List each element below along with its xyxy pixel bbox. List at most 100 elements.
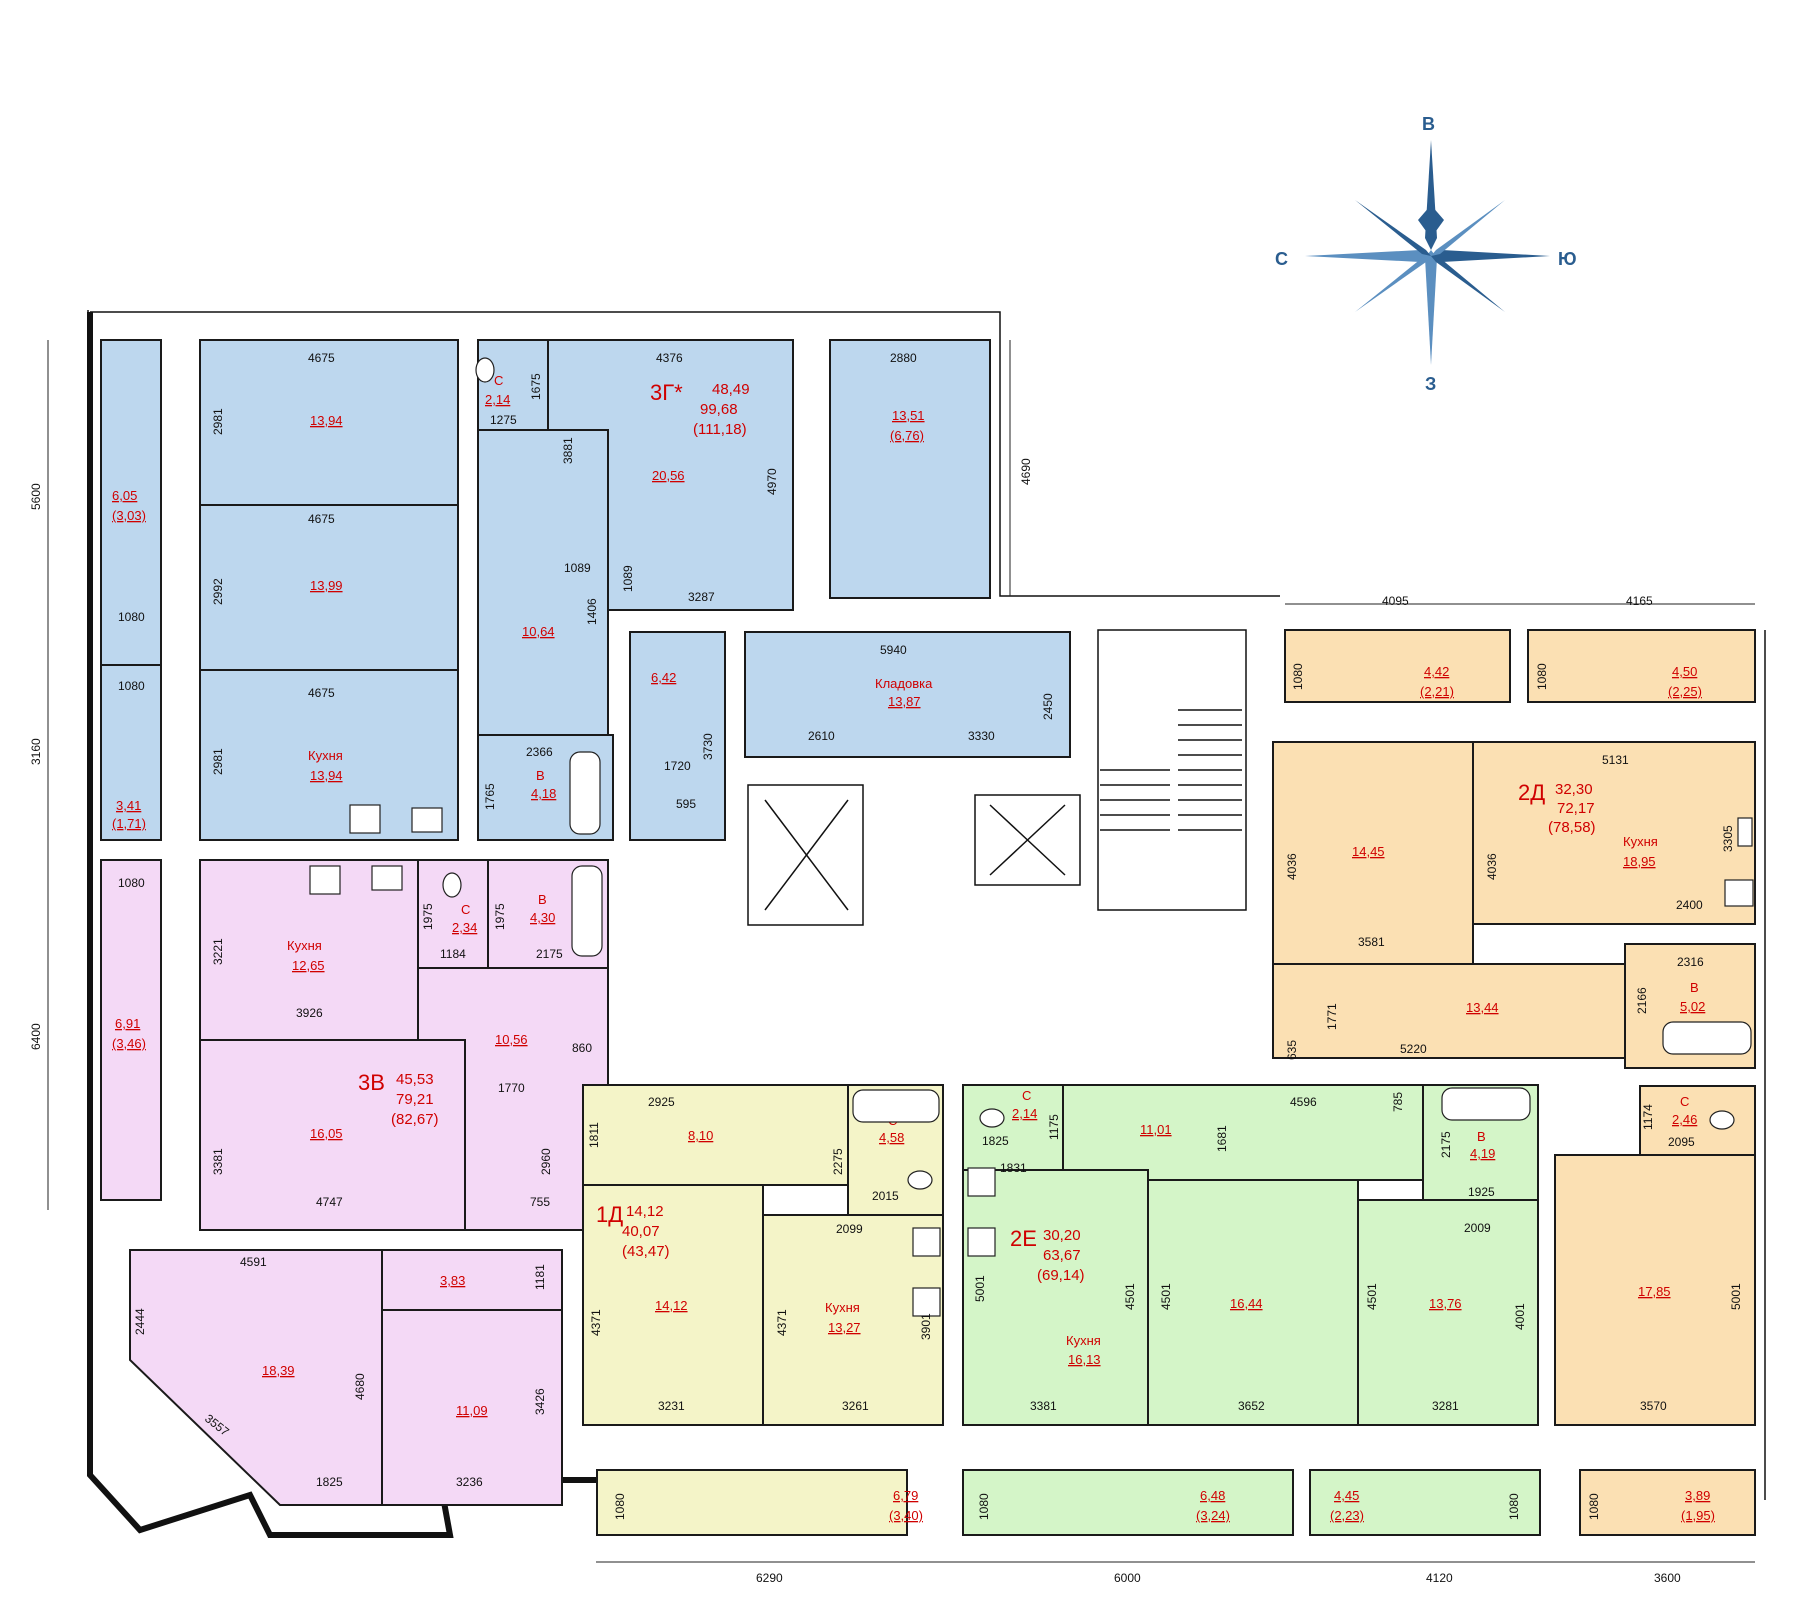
room-3v-living <box>129 1249 383 1506</box>
dim-1825-b: 1825 <box>982 1134 1009 1148</box>
compass-needle-ne <box>1431 200 1505 256</box>
dim-1184: 1184 <box>440 947 466 961</box>
area-2d-balcony-1-reduced: (2,21) <box>1420 684 1454 699</box>
label-2e-bath: В <box>1477 1129 1486 1144</box>
dim-1975-a: 1975 <box>421 903 435 930</box>
apartment-2d-total: 72,17 <box>1557 800 1595 817</box>
area-2e-kitchen: 16,13 <box>1068 1352 1101 1367</box>
dim-5131: 5131 <box>1602 753 1629 767</box>
dim-3926: 3926 <box>296 1006 323 1020</box>
area-3g-hall-2: 6,42 <box>651 670 676 685</box>
dim-2175-a: 2175 <box>536 947 563 961</box>
dim-1181: 1181 <box>533 1264 547 1290</box>
dim-2275: 2275 <box>831 1148 845 1175</box>
room-2d-balcony-2 <box>1527 629 1756 703</box>
area-3g-living: 20,56 <box>652 468 685 483</box>
apartment-2e-total: 63,67 <box>1043 1247 1081 1264</box>
dim-2960: 2960 <box>539 1148 553 1175</box>
dim-2175-b: 2175 <box>1439 1131 1453 1158</box>
area-2e-bedroom-2: 13,76 <box>1429 1296 1462 1311</box>
dim-4970: 4970 <box>765 468 779 495</box>
dim-4120: 4120 <box>1426 1571 1453 1585</box>
bathtub-icon <box>571 865 603 957</box>
room-2d-bedroom-2 <box>1554 1154 1756 1426</box>
top-parapet <box>90 311 1001 330</box>
area-3g-balcony-sw: 3,41 <box>116 798 141 813</box>
dim-2316: 2316 <box>1677 955 1704 969</box>
compass-east-label: Ю <box>1558 249 1577 269</box>
compass-needle-s <box>1425 250 1437 365</box>
dim-2981-a: 2981 <box>211 408 225 435</box>
dim-2095: 2095 <box>1668 1135 1695 1149</box>
area-3g-balcony-sw-reduced: (1,71) <box>112 816 146 831</box>
apartment-3g-name: 3Г* <box>650 380 683 405</box>
staircase <box>1097 629 1247 911</box>
dim-2450: 2450 <box>1041 693 1055 720</box>
label-3v-bath: В <box>538 892 547 907</box>
room-2e-balcony-2 <box>1309 1469 1541 1536</box>
dim-3381-b: 3381 <box>1030 1399 1057 1413</box>
dim-4675-c: 4675 <box>308 686 335 700</box>
label-3g-kitchen: Кухня <box>308 748 343 763</box>
compass-needle-w <box>1305 250 1431 262</box>
label-2d-wc: С <box>1680 1094 1689 1109</box>
dim-3231: 3231 <box>658 1399 685 1413</box>
apartment-2d-name: 2Д <box>1518 780 1545 805</box>
room-2d-balcony-3 <box>1579 1469 1756 1536</box>
dim-4675-b: 4675 <box>308 512 335 526</box>
area-2d-balcony-2: 4,50 <box>1672 664 1697 679</box>
dim-6000: 6000 <box>1114 1571 1141 1585</box>
sink-icon <box>371 865 403 891</box>
dim-1080-g: 1080 <box>1291 663 1305 690</box>
dim-3570: 3570 <box>1640 1399 1667 1413</box>
area-2e-bedroom-1: 16,44 <box>1230 1296 1263 1311</box>
apartment-3v: 6,91 (3,46) Кухня 12,65 С 2,34 В 4,30 10… <box>100 859 609 1506</box>
dim-2015: 2015 <box>872 1189 899 1203</box>
room-2d-bedroom <box>1272 741 1474 965</box>
dim-4036-b: 4036 <box>1485 853 1499 880</box>
bathtub-icon <box>1662 1021 1752 1055</box>
area-2e-balcony-1-reduced: (3,24) <box>1196 1508 1230 1523</box>
room-2e-bedroom-1 <box>1147 1179 1359 1426</box>
bathtub-icon <box>569 751 601 835</box>
area-2d-bath: 5,02 <box>1680 999 1705 1014</box>
label-2e-kitchen: Кухня <box>1066 1333 1101 1348</box>
dim-2444: 2444 <box>133 1308 147 1335</box>
dim-1765: 1765 <box>483 783 497 810</box>
area-3v-bath: 4,30 <box>530 910 555 925</box>
apartment-2d: 4,42 (2,21) 4,50 (2,25) 14,45 Кухня 18,9… <box>1272 629 1756 1536</box>
dim-2610: 2610 <box>808 729 835 743</box>
area-3g-loggia-east: 13,51 <box>892 408 925 423</box>
dim-3261: 3261 <box>842 1399 869 1413</box>
compass-needle-sw <box>1355 256 1431 312</box>
dim-1080-h: 1080 <box>1535 663 1549 690</box>
toilet-icon <box>1709 1110 1735 1130</box>
dim-3652: 3652 <box>1238 1399 1265 1413</box>
dim-1080-c: 1080 <box>118 876 145 890</box>
apartment-2e-total-balcony: (69,14) <box>1037 1267 1085 1284</box>
area-1d-hall: 8,10 <box>688 1128 713 1143</box>
label-2d-bath: В <box>1690 980 1699 995</box>
label-3g-storage: Кладовка <box>875 676 933 691</box>
dim-3160: 3160 <box>29 738 43 765</box>
area-2e-balcony-2: 4,45 <box>1334 1488 1359 1503</box>
elevator-1-cross-b <box>764 799 849 911</box>
room-2e-kitchen <box>962 1169 1149 1426</box>
area-3v-hall: 10,56 <box>495 1032 528 1047</box>
stair-steps <box>1100 709 1242 831</box>
dim-2981-b: 2981 <box>211 748 225 775</box>
apartment-3g-total-balcony: (111,18) <box>693 421 747 438</box>
elevator-2-cross-b <box>989 804 1066 876</box>
compass-needle-n <box>1425 140 1437 250</box>
dim-1080-f: 1080 <box>1507 1493 1521 1520</box>
room-3g-wc <box>477 339 549 431</box>
compass-needle-e <box>1431 250 1550 262</box>
area-2e-wc: 2,14 <box>1012 1106 1037 1121</box>
apartment-2d-living: 32,30 <box>1555 781 1593 798</box>
apartment-1d-total-balcony: (43,47) <box>622 1243 670 1260</box>
area-1d-balcony-reduced: (3,40) <box>889 1508 923 1523</box>
dim-1080-i: 1080 <box>1587 1493 1601 1520</box>
fixtures <box>309 357 1754 1317</box>
sink-icon <box>1724 879 1754 907</box>
